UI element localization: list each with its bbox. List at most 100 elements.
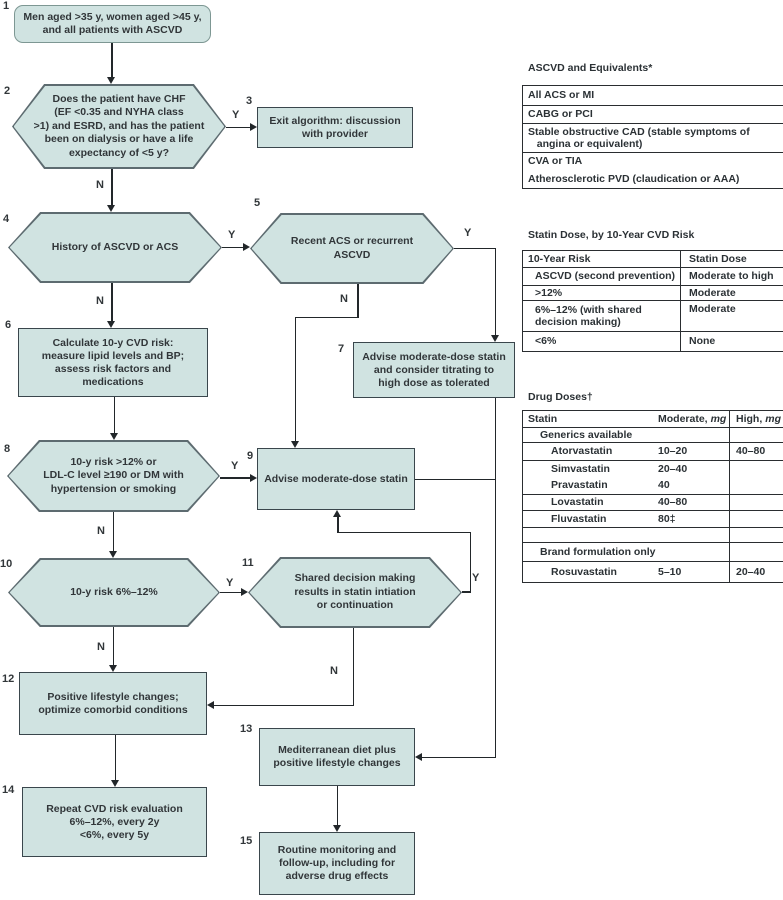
node-14-number: 14 — [2, 784, 15, 796]
statin-dose-row: >12% Moderate — [523, 286, 783, 301]
arrowhead-n12-n14 — [110, 780, 119, 787]
node-7-advise-titrate-statin: Advise moderate-dose statin and consider… — [353, 342, 515, 398]
moderate-cell — [658, 428, 729, 442]
drug-doses-row: Pravastatin 40 — [523, 477, 783, 495]
arrowhead-n6-n8 — [109, 433, 118, 440]
high-cell — [729, 494, 783, 511]
connector-n5-n9-h — [294, 316, 359, 318]
label-no-n11-n12: N — [330, 665, 338, 677]
statin-cell: Rosuvastatin — [551, 565, 617, 578]
col-header-high: High,mg — [729, 411, 783, 427]
ascvd-row: All ACS or MI — [523, 86, 783, 106]
connector-n5-n7-v — [494, 247, 496, 336]
node-12-lifestyle-changes: Positive lifestyle changes; optimize com… — [19, 672, 207, 735]
arrowhead-n4-n5 — [243, 242, 250, 251]
moderate-cell: 40 — [658, 479, 670, 492]
node-6-calculate-risk: Calculate 10-y CVD risk: measure lipid l… — [18, 328, 208, 397]
connector-n11-n12-h — [212, 704, 354, 706]
connector-n4-n6 — [111, 283, 113, 322]
statin-dose-table-title: Statin Dose, by 10-Year CVD Risk — [528, 229, 695, 241]
connector-n10-n12 — [112, 627, 114, 665]
statin-dose-header-row: 10-Year Risk Statin Dose — [523, 251, 783, 268]
connector-n5-n9-v2 — [294, 316, 296, 442]
connector-n5-n7-h — [454, 247, 496, 249]
connector-n1-n2 — [111, 43, 113, 77]
node-5-number: 5 — [254, 197, 261, 209]
arrowhead-n1-n2 — [107, 77, 115, 84]
moderate-cell — [658, 543, 729, 561]
arrowhead-n8-n10 — [108, 551, 117, 558]
node-10-text: 10-y risk 6%–12% — [9, 559, 219, 626]
statin-cell: Brand formulation only — [540, 545, 656, 558]
ascvd-equivalents-table: All ACS or MI CABG or PCI Stable obstruc… — [522, 85, 783, 189]
node-7-number: 7 — [338, 343, 345, 355]
connector-n8-n10 — [112, 512, 114, 552]
arrowhead-n7-n13 — [415, 753, 422, 761]
node-4-history-ascvd-decision: History of ASCVD or ACS — [8, 212, 222, 283]
moderate-cell — [658, 528, 729, 542]
dose-cell: None — [689, 335, 716, 348]
node-1-number: 1 — [3, 0, 10, 12]
statin-dose-row: <6% None — [523, 332, 783, 351]
col-header-moderate: Moderate,mg — [658, 411, 729, 427]
statin-cell: Atorvastatin — [551, 445, 613, 458]
arrowhead-n11-n12 — [207, 700, 214, 709]
label-yes-n5-n7: Y — [464, 227, 472, 239]
drug-doses-subheader-row: Brand formulation only — [523, 543, 783, 563]
connector-n5-n9-v1 — [357, 284, 359, 317]
drug-doses-row: Lovastatin 40–80 — [523, 494, 783, 512]
label-yes-n2-n3: Y — [232, 109, 240, 121]
label-no-n5-n9: N — [340, 293, 348, 305]
drug-doses-empty-row — [523, 528, 783, 544]
statin-cell: Simvastatin — [551, 462, 610, 475]
col-header-statin: Statin — [528, 412, 558, 425]
ascvd-row: Stable obstructive CAD (stable symptoms … — [523, 124, 783, 153]
risk-cell: ASCVD (second prevention) — [523, 268, 681, 285]
node-8-text: 10-y risk >12% or LDL-C level ≥190 or DM… — [8, 441, 219, 511]
label-no-n4-n6: N — [96, 295, 104, 307]
moderate-cell: 20–40 — [658, 462, 688, 475]
risk-cell: <6% — [523, 332, 681, 351]
node-8-number: 8 — [4, 443, 11, 455]
high-cell — [729, 477, 783, 494]
connector-n11-n9-h1 — [462, 591, 471, 593]
connector-n11-n12-v — [352, 628, 354, 706]
connector-n9-merge — [415, 478, 496, 481]
statin-cell: Lovastatin — [551, 496, 604, 509]
label-yes-n11-n9: Y — [472, 572, 480, 584]
drug-doses-row: Fluvastatin 80‡ — [523, 511, 783, 529]
label-no-n2-n4: N — [96, 179, 104, 191]
dose-cell: Moderate — [689, 303, 736, 315]
node-3-exit-algorithm: Exit algorithm: discussion with provider — [257, 107, 413, 148]
connector-n10-n11 — [220, 591, 241, 594]
high-cell: 40–80 — [729, 442, 783, 460]
node-5-text: Recent ACS or recurrent ASCVD — [251, 214, 453, 283]
high-label: High, — [736, 412, 763, 425]
moderate-cell: 5–10 — [658, 565, 682, 578]
connector-n6-n8 — [113, 397, 115, 434]
high-cell: 20–40 — [729, 562, 783, 583]
drug-doses-row: Rosuvastatin 5–10 20–40 — [523, 562, 783, 583]
node-9-number: 9 — [247, 450, 254, 462]
arrowhead-n11-n9 — [333, 510, 342, 517]
ascvd-row: CABG or PCI — [523, 106, 783, 124]
statin-dose-table: 10-Year Risk Statin Dose ASCVD (second p… — [522, 250, 783, 352]
drug-doses-table-title: Drug Doses† — [528, 391, 593, 403]
statin-dose-row: ASCVD (second prevention) Moderate to hi… — [523, 268, 783, 286]
arrowhead-n5-n9 — [290, 441, 299, 448]
connector-n12-n14 — [114, 735, 116, 780]
high-cell — [729, 460, 783, 478]
label-yes-n4-n5: Y — [228, 229, 236, 241]
node-4-text: History of ASCVD or ACS — [9, 213, 221, 282]
ascvd-row: Atherosclerotic PVD (claudication or AAA… — [528, 172, 740, 185]
label-no-n8-n10: N — [97, 525, 105, 537]
moderate-cell: 10–20 — [658, 445, 688, 458]
connector-n8-n9 — [220, 477, 250, 479]
high-cell — [729, 511, 783, 528]
risk-cell: 6%–12% (with shared decision making) — [523, 301, 681, 331]
connector-n2-n3 — [226, 126, 251, 128]
arrowhead-n8-n9 — [250, 473, 257, 482]
label-no-n10-n12: N — [97, 641, 105, 653]
arrowhead-n2-n4 — [107, 205, 115, 212]
